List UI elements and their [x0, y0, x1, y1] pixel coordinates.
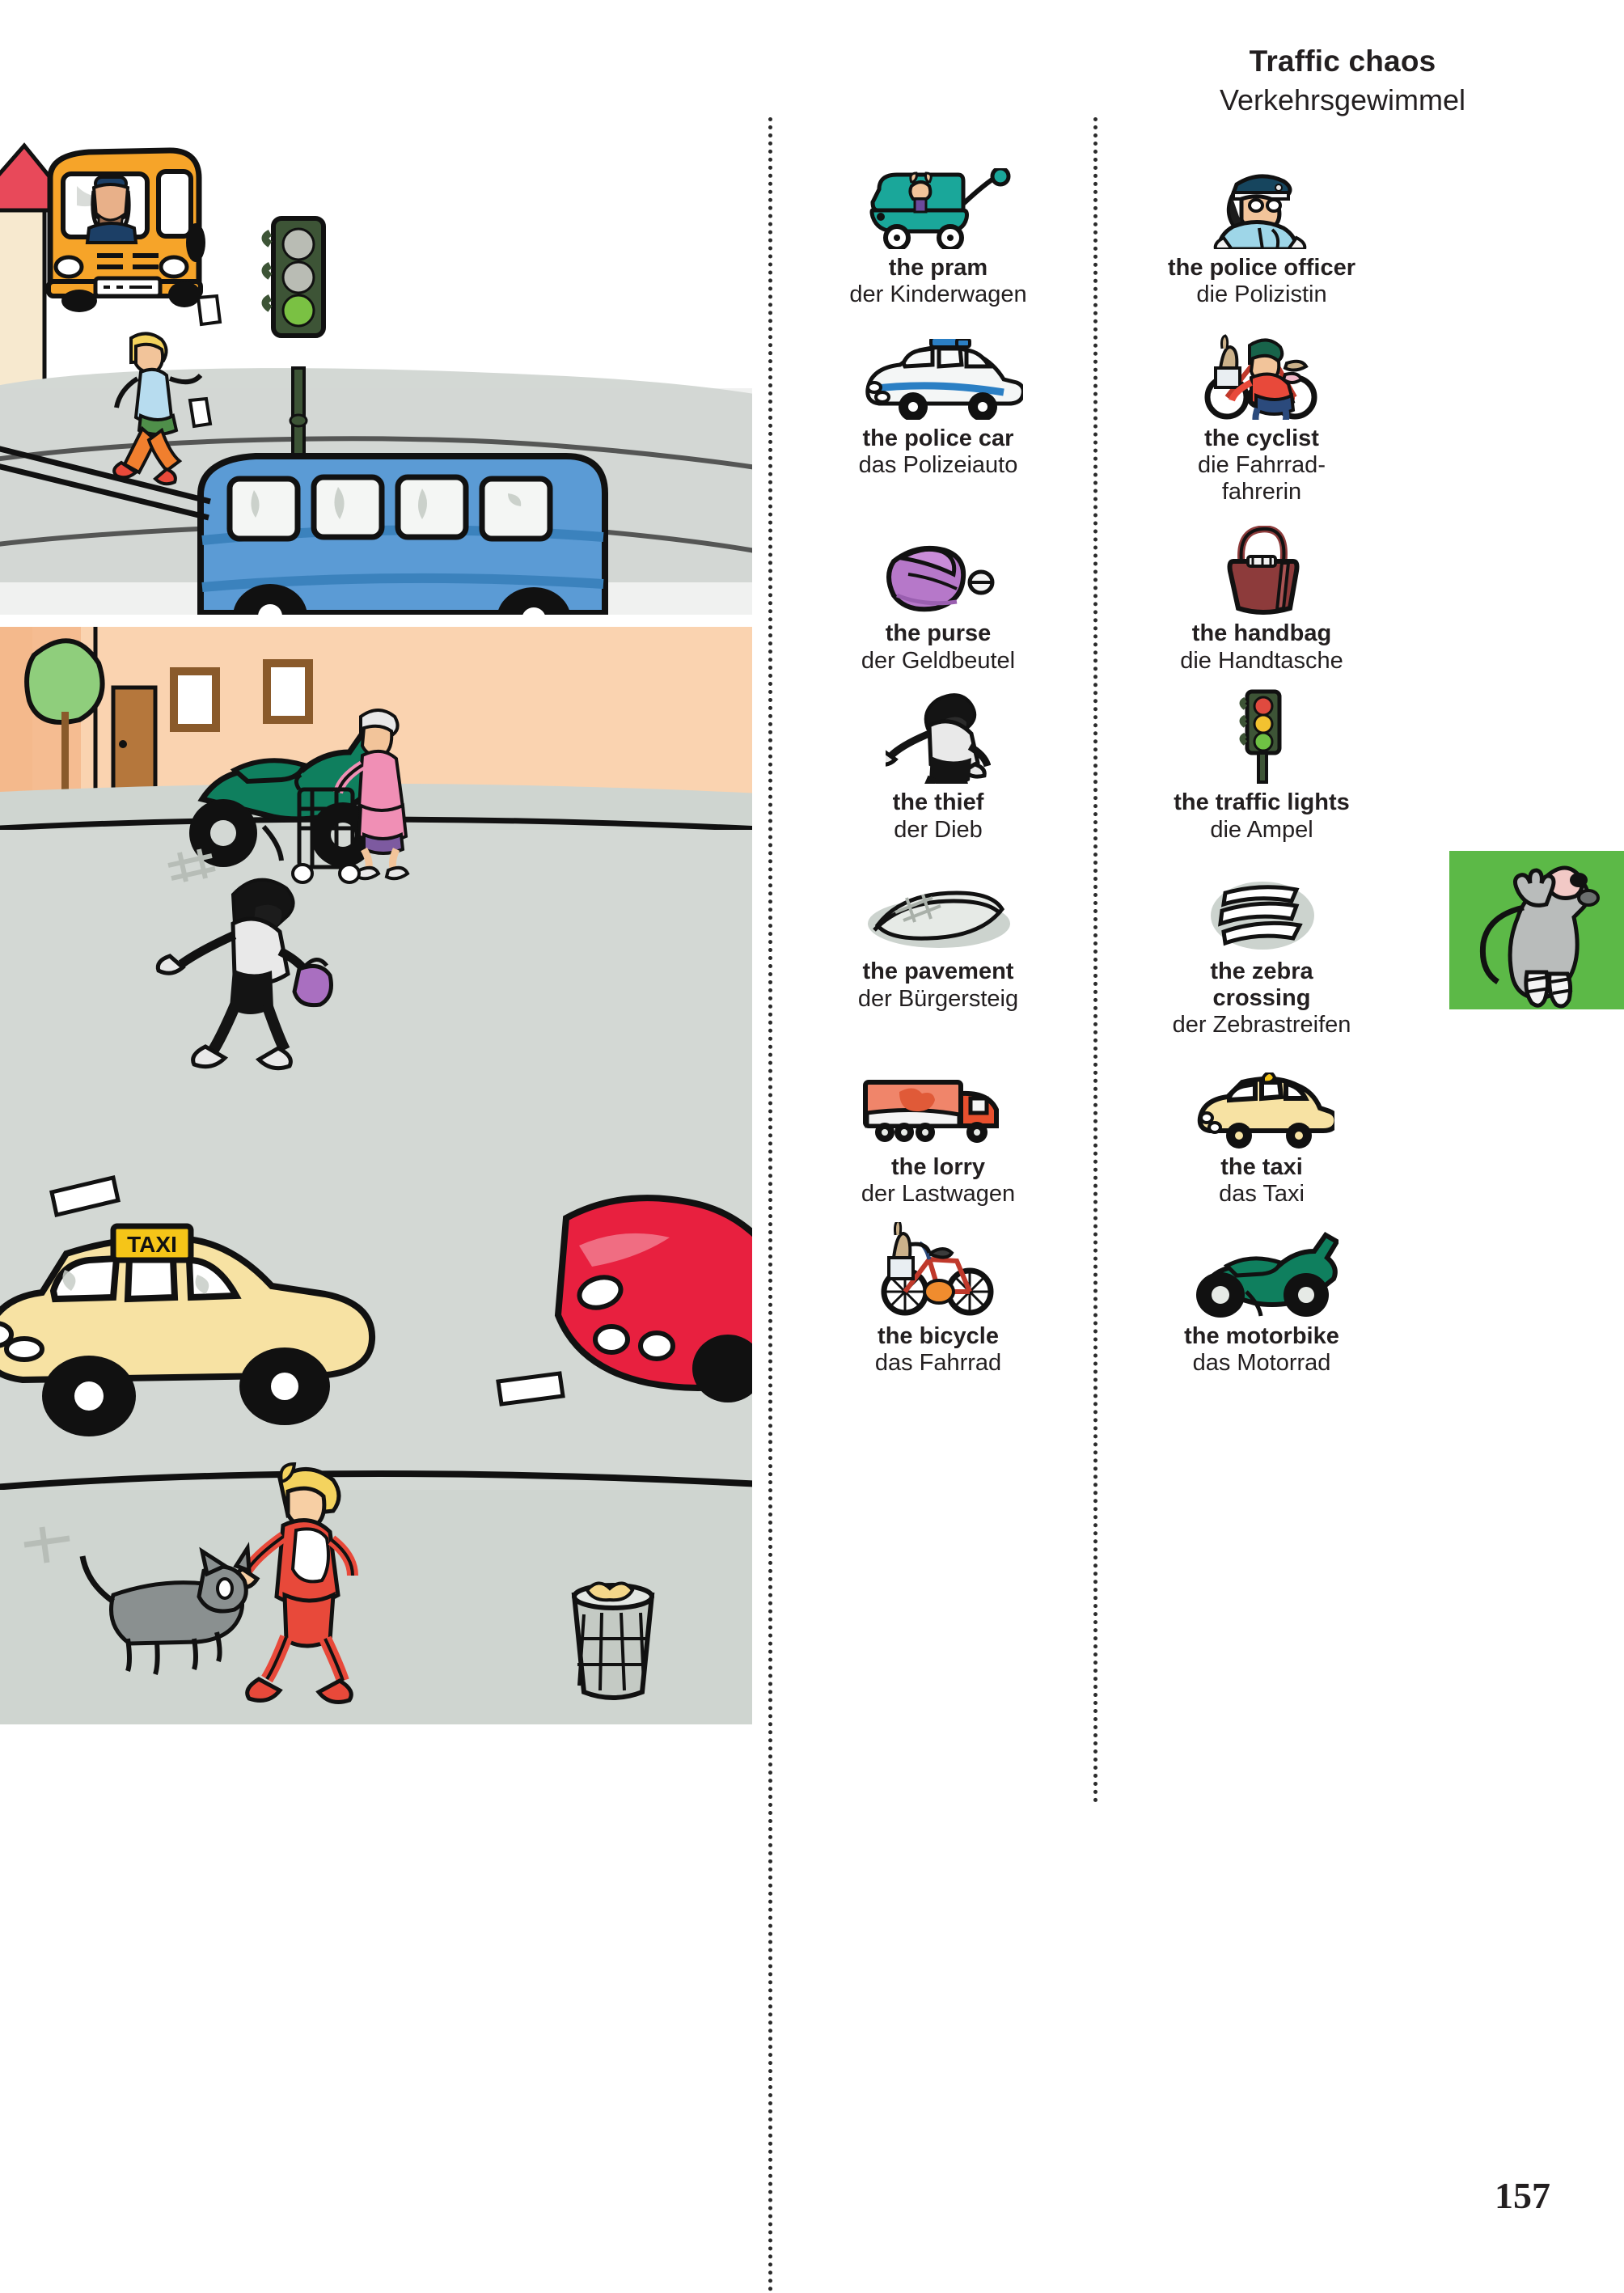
dotted-divider-inner — [1093, 117, 1097, 1804]
mouse-tab[interactable] — [1449, 851, 1624, 1009]
lorry-icon — [857, 1061, 1019, 1149]
vocab-item-taxi[interactable]: the taxi das Taxi — [1100, 1061, 1423, 1208]
vocab-en: the taxi — [1220, 1153, 1303, 1180]
vocab-en: the zebra crossing — [1210, 958, 1313, 1011]
vocab-de: der Geldbeutel — [861, 647, 1016, 674]
vocab-de: der Zebrastreifen — [1172, 1012, 1351, 1039]
vocab-en: the traffic lights — [1174, 789, 1350, 816]
vocab-de: das Fahrrad — [874, 1350, 1002, 1377]
vocab-en: the police officer — [1167, 255, 1356, 281]
vocab-de: der Kinderwagen — [849, 281, 1027, 308]
vocab-de: die Polizistin — [1196, 281, 1327, 308]
vocab-de: die Ampel — [1210, 816, 1313, 843]
vocab-de: die Fahrrad- fahrerin — [1198, 452, 1326, 505]
vocab-de: die Handtasche — [1180, 647, 1343, 674]
vocab-row: the police car das Polizeiauto — [776, 332, 1618, 505]
vocab-en: the purse — [885, 620, 992, 647]
vocab-en: the motorbike — [1184, 1322, 1339, 1349]
vocab-item-police-officer[interactable]: the police officer die Polizistin — [1100, 162, 1423, 308]
traffic-lights-icon — [1231, 689, 1292, 785]
pram-icon — [861, 162, 1015, 249]
svg-text:TAXI: TAXI — [127, 1232, 177, 1257]
vocab-de: der Dieb — [894, 816, 983, 843]
vocab-row: the purse der Geldbeutel t — [776, 526, 1618, 674]
vocab-item-purse[interactable]: the purse der Geldbeutel — [776, 527, 1100, 674]
page-header: Traffic chaos Verkehrsgewimmel — [1084, 44, 1601, 117]
vocab-row: the thief der Dieb the traffic lights di… — [776, 689, 1618, 843]
vocab-en: the handbag — [1191, 620, 1332, 647]
vocab-item-pram[interactable]: the pram der Kinderwagen — [776, 162, 1100, 308]
motorbike-icon — [1185, 1230, 1339, 1318]
page-title-english: Traffic chaos — [1249, 44, 1436, 78]
vocab-item-zebra-crossing[interactable]: the zebra crossing der Zebrastreifen — [1100, 865, 1423, 1038]
vocab-en: the police car — [862, 425, 1014, 451]
vocab-row: the pram der Kinderwagen — [776, 162, 1618, 308]
street-scene-illustration: TAXI — [0, 97, 752, 2200]
bicycle-icon — [878, 1221, 999, 1318]
vocab-item-handbag[interactable]: the handbag die Handtasche — [1100, 526, 1423, 674]
mouse-icon — [1479, 865, 1600, 1009]
dotted-divider-main — [768, 117, 772, 2293]
vocab-de: der Bürgersteig — [857, 985, 1019, 1012]
vocab-item-police-car[interactable]: the police car das Polizeiauto — [776, 332, 1100, 505]
vocab-de: der Lastwagen — [861, 1181, 1016, 1208]
vocab-en: the cyclist — [1204, 425, 1319, 451]
vocab-de: das Taxi — [1219, 1181, 1305, 1208]
vocab-en: the thief — [892, 789, 984, 816]
police-car-icon — [853, 332, 1023, 420]
vocab-row: the pavement der Bürgersteig the zebra c… — [776, 865, 1618, 1038]
vocab-en: the bicycle — [878, 1322, 999, 1349]
vocab-row: the lorry der Lastwagen — [776, 1061, 1618, 1208]
vocab-item-pavement[interactable]: the pavement der Bürgersteig — [776, 865, 1100, 1038]
pavement-icon — [861, 865, 1015, 953]
vocab-en: the lorry — [890, 1153, 986, 1180]
vocab-item-motorbike[interactable]: the motorbike das Motorrad — [1100, 1230, 1423, 1377]
zebra-crossing-icon — [1201, 865, 1322, 953]
handbag-icon — [1217, 526, 1306, 616]
taxi-icon — [1189, 1061, 1334, 1149]
vocab-item-lorry[interactable]: the lorry der Lastwagen — [776, 1061, 1100, 1208]
page-number: 157 — [1495, 2175, 1550, 2216]
vocab-de: das Motorrad — [1192, 1350, 1331, 1377]
vocab-de: das Polizeiauto — [858, 452, 1018, 479]
vocab-row: the bicycle das Fahrrad the motorbike — [776, 1221, 1618, 1377]
page-title-german: Verkehrsgewimmel — [1219, 83, 1466, 116]
thief-icon — [886, 693, 991, 785]
vocab-item-traffic-lights[interactable]: the traffic lights die Ampel — [1100, 689, 1423, 843]
purse-icon — [878, 527, 999, 615]
cyclist-icon — [1201, 332, 1322, 420]
police-officer-icon — [1209, 162, 1314, 249]
vocab-en: the pram — [888, 255, 988, 281]
vocabulary-list: the pram der Kinderwagen — [776, 162, 1618, 1377]
vocab-item-bicycle[interactable]: the bicycle das Fahrrad — [776, 1221, 1100, 1377]
vocab-item-cyclist[interactable]: the cyclist die Fahrrad- fahrerin — [1100, 332, 1423, 505]
vocab-en: the pavement — [862, 958, 1014, 985]
vocab-item-thief[interactable]: the thief der Dieb — [776, 693, 1100, 843]
